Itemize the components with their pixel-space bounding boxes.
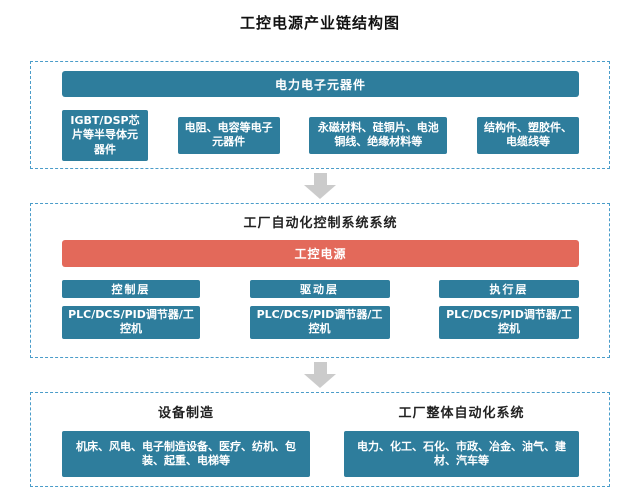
downstream-titles-row: 设备制造 工厂整体自动化系统 [62,402,579,421]
downstream-title-automation: 工厂整体自动化系统 [398,406,525,421]
downstream-box-equipment: 机床、风电、电子制造设备、医疗、纺机、包装、起重、电梯等 [62,431,310,477]
layer-header-drive: 驱动层 [249,280,390,298]
upstream-section: 电力电子元器件 IGBT/DSP芯片等半导体元器件 电阻、电容等电子元器件 永磁… [30,61,610,169]
upstream-header-bar: 电力电子元器件 [62,71,579,97]
arrow-head [304,185,336,199]
component-box-semiconductor: IGBT/DSP芯片等半导体元器件 [62,110,148,161]
layer-column-control: 控制层 PLC/DCS/PID调节器/工控机 [62,280,200,339]
layer-content-control: PLC/DCS/PID调节器/工控机 [62,306,200,339]
downstream-boxes-row: 机床、风电、电子制造设备、医疗、纺机、包装、起重、电梯等 电力、化工、石化、市政… [62,431,579,477]
layer-header-execution: 执行层 [439,280,579,298]
layer-column-execution: 执行层 PLC/DCS/PID调节器/工控机 [439,280,579,339]
diagram-title: 工控电源产业链结构图 [239,14,400,32]
component-box-materials: 永磁材料、硅铜片、电池铜线、绝缘材料等 [309,117,448,154]
layers-row: 控制层 PLC/DCS/PID调节器/工控机 驱动层 PLC/DCS/PID调节… [62,280,579,339]
downstream-title-equipment: 设备制造 [157,406,214,421]
midstream-section: 工厂自动化控制系统系统 工控电源 控制层 PLC/DCS/PID调节器/工控机 … [30,203,610,358]
midstream-title: 工厂自动化控制系统系统 [243,216,398,231]
component-box-structural: 结构件、塑胶件、电缆线等 [476,117,579,154]
arrow-stem [313,173,327,185]
downstream-box-industries: 电力、化工、石化、市政、冶金、油气、建材、汽车等 [344,431,579,477]
layer-column-drive: 驱动层 PLC/DCS/PID调节器/工控机 [249,280,390,339]
power-supply-bar: 工控电源 [62,240,579,267]
arrow-stem [313,362,327,374]
layer-content-execution: PLC/DCS/PID调节器/工控机 [439,306,579,339]
component-box-passive-parts: 电阻、电容等电子元器件 [177,117,280,154]
downstream-section: 设备制造 工厂整体自动化系统 机床、风电、电子制造设备、医疗、纺机、包装、起重、… [30,392,610,487]
down-arrow-icon [304,362,336,388]
down-arrow-icon [304,173,336,199]
layer-content-drive: PLC/DCS/PID调节器/工控机 [249,306,390,339]
layer-header-control: 控制层 [62,280,200,298]
upstream-items-row: IGBT/DSP芯片等半导体元器件 电阻、电容等电子元器件 永磁材料、硅铜片、电… [62,110,579,161]
arrow-head [304,374,336,388]
